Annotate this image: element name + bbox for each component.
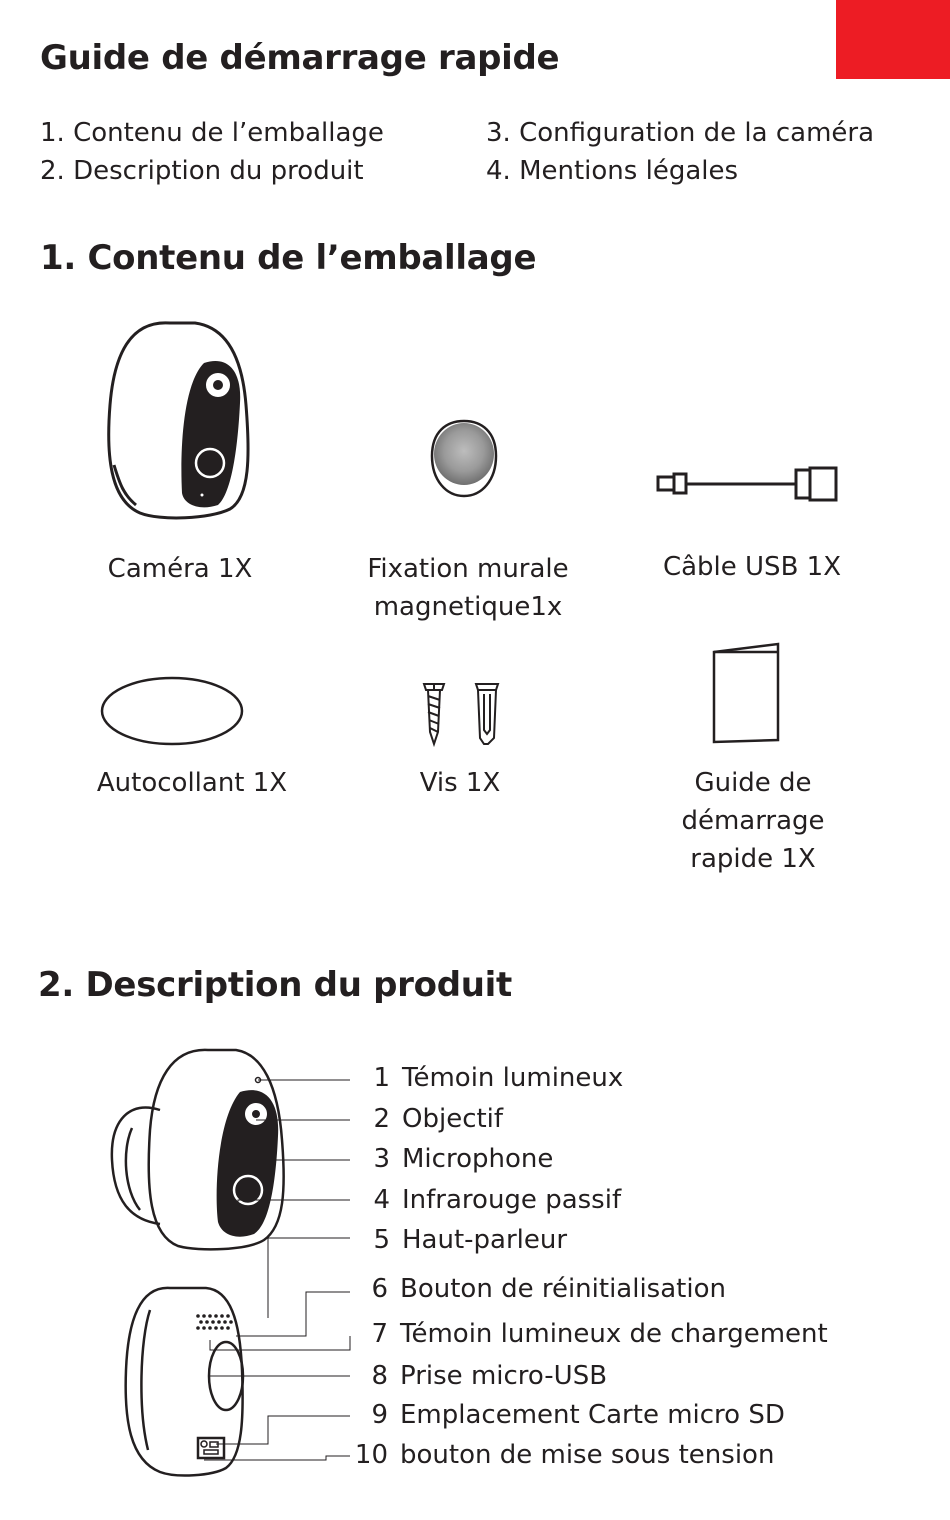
item-label-sticker: Autocollant 1X: [96, 768, 288, 798]
toc-item-3: 3. Configuration de la caméra: [486, 118, 875, 148]
red-corner-tab: [836, 0, 950, 79]
usb-cable-icon: [656, 466, 838, 502]
quick-start-guide-icon: [712, 642, 780, 744]
item-label-wall-mount: Fixation murale magnetique1x: [367, 554, 569, 622]
page-title: Guide de démarrage rapide: [40, 38, 560, 78]
product-diagram: [110, 1048, 351, 1477]
toc-item-1: 1. Contenu de l’emballage: [40, 118, 384, 148]
section-2-heading: 2. Description du produit: [38, 965, 512, 1005]
item-label-usb-cable: Câble USB 1X: [662, 552, 842, 582]
item-label-camera: Caméra 1X: [107, 554, 253, 584]
toc-item-2: 2. Description du produit: [40, 156, 364, 186]
screw-icon: [422, 683, 500, 748]
item-label-quick-start-guide: Guide de démarrage rapide 1X: [681, 768, 825, 874]
toc-item-4: 4. Mentions légales: [486, 156, 739, 186]
camera-icon: [107, 321, 250, 520]
sticker-icon: [100, 676, 244, 746]
item-label-screws: Vis 1X: [419, 768, 501, 798]
magnetic-wall-mount-icon: [430, 419, 498, 498]
section-1-heading: 1. Contenu de l’emballage: [40, 238, 537, 278]
